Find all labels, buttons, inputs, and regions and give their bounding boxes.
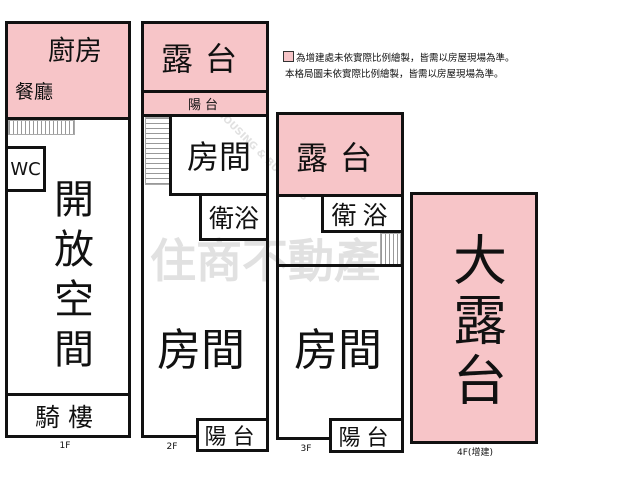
balcony-label: 陽台 bbox=[338, 425, 395, 451]
balcony-bottom-label: 陽台 bbox=[204, 425, 261, 450]
floor-label-2f: 2F bbox=[166, 442, 178, 452]
legend-line-2: 本格局圖未依實際比例繪製，皆需以房屋現場為準。 bbox=[285, 69, 504, 80]
terrace-label: 露台 bbox=[295, 139, 384, 177]
legend-swatch bbox=[283, 51, 294, 62]
stairs bbox=[8, 120, 75, 135]
floor-label-1f: 1F bbox=[59, 441, 71, 451]
kitchen-label: 廚房 bbox=[48, 35, 102, 67]
terrace-area bbox=[141, 21, 269, 93]
terrace-area bbox=[276, 112, 404, 197]
legend-line-1: 為增建處未依實際比例繪製，皆需以房屋現場為準。 bbox=[296, 53, 515, 64]
balcony-top-label: 陽台 bbox=[187, 98, 222, 113]
bathroom-box bbox=[321, 194, 404, 233]
dining-label: 餐廳 bbox=[14, 80, 53, 103]
stairs bbox=[380, 233, 401, 265]
floor-label-3f: 3F bbox=[300, 444, 312, 454]
kitchen-area bbox=[5, 21, 131, 120]
floor-label-4f: 4F(增建) bbox=[457, 447, 493, 458]
terrace-label: 露台 bbox=[160, 40, 249, 78]
room-large-label: 房間 bbox=[157, 325, 245, 376]
bathroom-label: 衛浴 bbox=[331, 200, 394, 230]
wc-box bbox=[5, 146, 46, 192]
open-space-label: 開放空間 bbox=[47, 178, 93, 378]
stairs bbox=[145, 117, 170, 185]
bathroom-label: 衛浴 bbox=[208, 204, 259, 233]
room-small-label: 房間 bbox=[186, 138, 251, 176]
arcade-label: 騎樓 bbox=[34, 403, 101, 432]
big-terrace-label: 大露台 bbox=[443, 232, 507, 412]
balcony-bottom-box bbox=[196, 418, 269, 452]
balcony-box bbox=[329, 418, 404, 453]
bathroom-box bbox=[199, 193, 269, 241]
wc-label: WC bbox=[10, 158, 41, 180]
big-terrace-area bbox=[410, 192, 538, 444]
room-label: 房間 bbox=[294, 325, 382, 376]
